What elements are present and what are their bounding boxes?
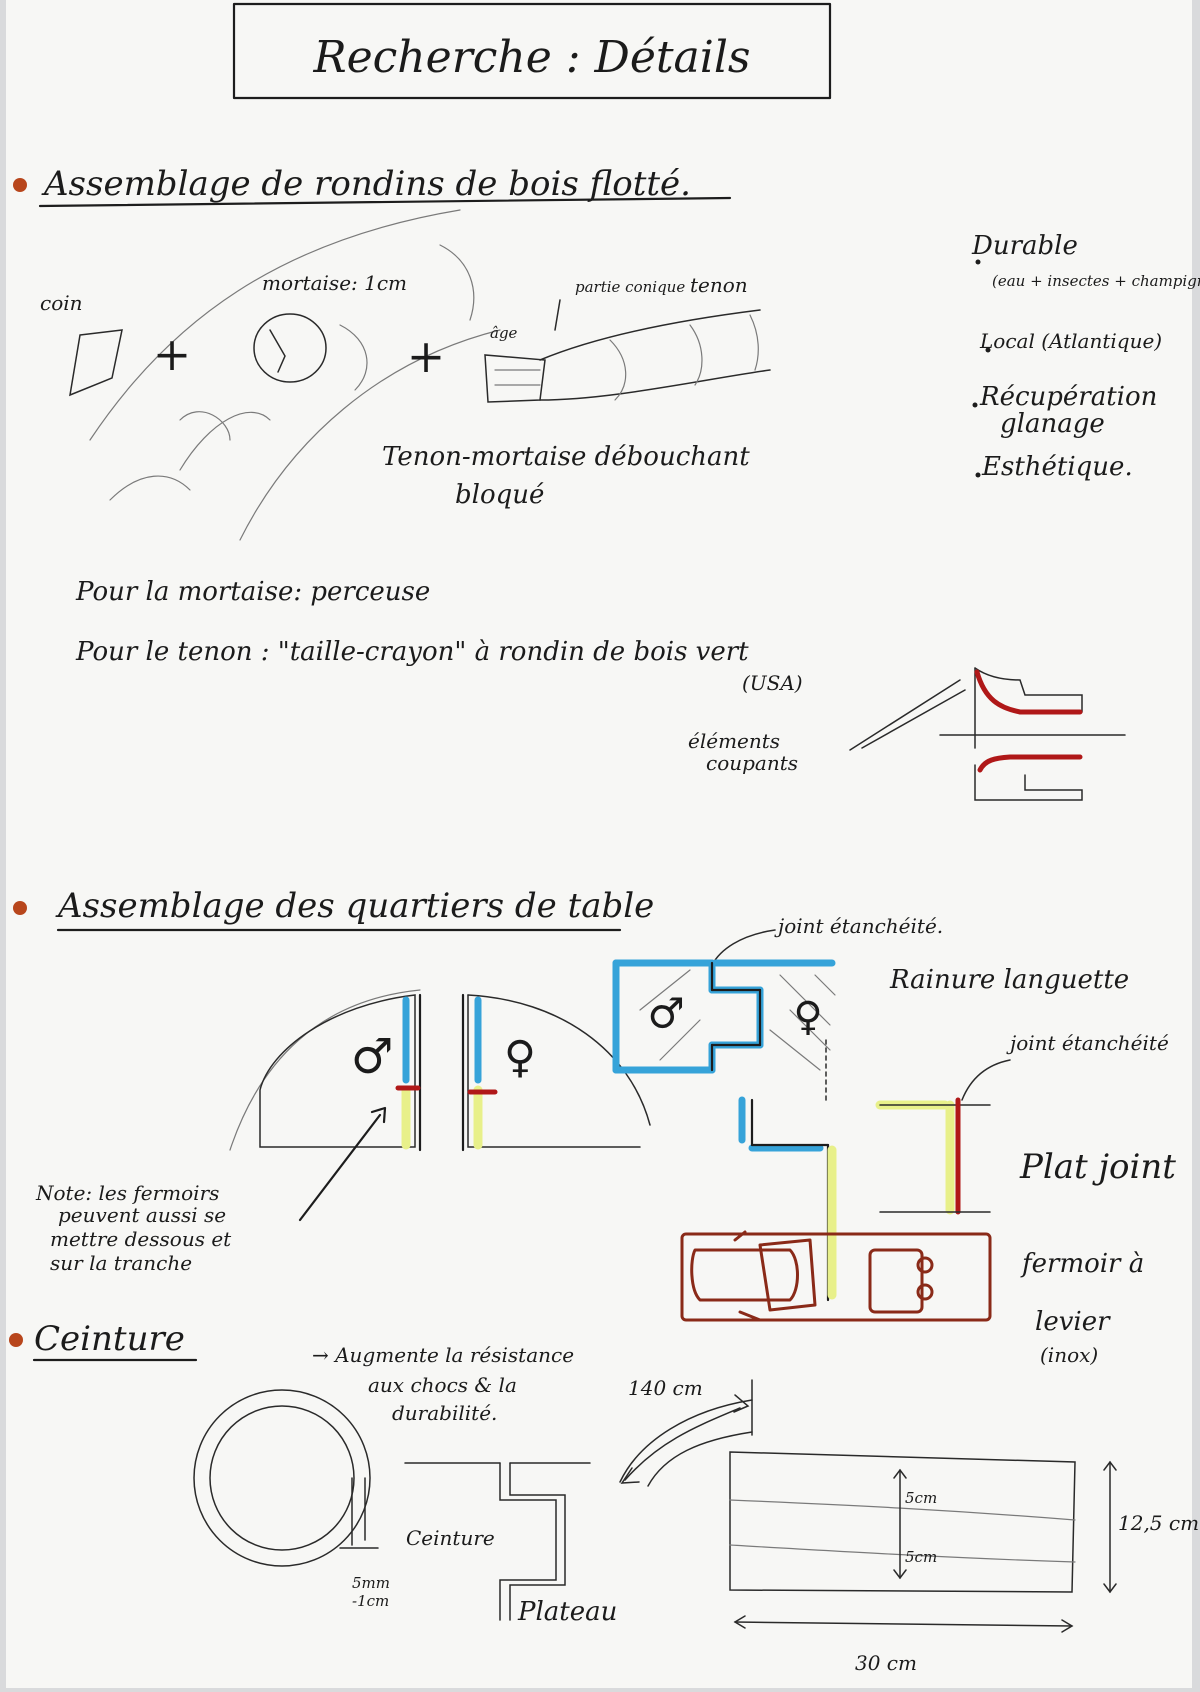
label-joint-1: joint étanchéité. [774,914,943,938]
title-box: Recherche : Détails [232,2,832,100]
note-block: Note: les fermoirs peuvent aussi se mett… [35,1181,232,1275]
benefit-local: Local (Atlantique) [979,329,1162,353]
dim-5cm-a: 5cm [905,1489,937,1507]
label-joint-2: joint étanchéité [1006,1031,1169,1055]
belt-dimension-sketch [729,1451,1117,1633]
tongue-groove-sketch [612,959,836,1074]
belt-ring-sketch [193,1389,379,1567]
lever-clasp-sketch [680,1039,992,1322]
bullet-3 [9,1333,23,1347]
ceinture-benefit-3: durabilité. [392,1401,497,1425]
dim-height: 12,5 cm [1118,1511,1199,1535]
label-rainure-languette: Rainure languette [889,965,1129,995]
note-line-2: peuvent aussi se [58,1203,226,1227]
note-line-4: sur la tranche [50,1251,192,1275]
plus-sign-2: + [407,329,446,383]
belt-length-sketch [619,1379,753,1487]
mortise-circle [253,313,327,383]
tenon-sketch [484,299,771,403]
label-usa: (USA) [742,671,803,695]
paper [6,0,1192,1688]
benefit-recuperation: Récupération [979,382,1157,412]
label-angle: âge [490,324,518,342]
label-coupants: coupants [706,751,798,775]
table-quarters-sketch [229,989,651,1222]
caption-line2: bloqué [455,480,544,510]
benefit-durable-detail: (eau + insectes + champignons) [992,272,1200,290]
label-partie-conique: partie conique [575,278,685,296]
caption-line1: Tenon-mortaise débouchant [382,442,750,472]
ceinture-benefit-1: → Augmente la résistance [312,1343,574,1367]
male-symbol-2: ♂ [647,989,685,1038]
bullet-2 [13,901,27,915]
log-sketch-background [89,209,501,541]
bullet-1 [13,178,27,192]
page-title: Recherche : Détails [313,32,751,83]
label-mortaise: mortaise: 1cm [262,271,407,295]
label-tenon: tenon [690,273,748,297]
label-levier: levier [1035,1307,1111,1337]
thickness-2: -1cm [352,1592,389,1610]
label-ceinture: Ceinture [406,1526,495,1550]
benefit-durable: Durable [971,231,1078,261]
benefit-esthetique: Esthétique. [981,452,1133,482]
sharpener-sketch [849,667,1126,801]
label-length: 140 cm [628,1376,703,1400]
label-inox: (inox) [1040,1343,1098,1367]
note-line-1: Note: les fermoirs [35,1181,219,1205]
label-plateau: Plateau [517,1597,617,1627]
label-elements: éléments [688,729,780,753]
section3-heading: Ceinture [34,1319,185,1359]
label-plat-joint: Plat joint [1019,1147,1176,1187]
section2-heading: Assemblage des quartiers de table [55,886,654,926]
male-symbol-1: ♂ [350,1029,393,1085]
thickness-1: 5mm [352,1574,390,1592]
female-symbol-2: ♀ [793,994,822,1040]
label-fermoir: fermoir à [1020,1249,1144,1279]
label-coin: coin [40,291,83,315]
plus-sign-1: + [153,327,192,381]
flat-joint-sketch [875,1097,991,1215]
dim-width: 30 cm [855,1651,917,1675]
benefits-list: Durable (eau + insectes + champignons) L… [971,231,1200,482]
tools-line2: Pour le tenon : "taille-crayon" à rondin… [75,637,749,667]
note-line-3: mettre dessous et [50,1227,232,1251]
wedge-shape [69,329,123,397]
benefit-glanage: glanage [1000,409,1105,439]
dim-5cm-b: 5cm [905,1548,937,1566]
tools-line1: Pour la mortaise: perceuse [75,577,430,607]
ceinture-benefit-2: aux chocs & la [368,1373,517,1397]
female-symbol-1: ♀ [504,1032,536,1083]
section1-heading: Assemblage de rondins de bois flotté. [41,164,691,204]
belt-profile-sketch [404,1462,591,1621]
